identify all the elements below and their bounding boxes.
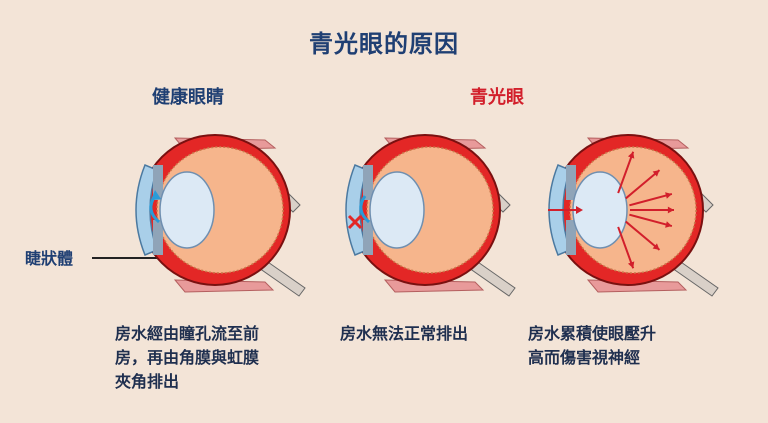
healthy-caption: 房水經由瞳孔流至前 房，再由角膜與虹膜 夾角排出 — [115, 322, 325, 394]
red-pressure-arrow-icon — [629, 192, 673, 207]
blue-flow-arrowhead-icon — [151, 190, 161, 200]
red-pressure-arrow-icon — [617, 226, 635, 269]
iris-top — [363, 165, 373, 200]
red-pressure-arrowhead-icon — [665, 221, 672, 228]
red-pressure-arrow-icon — [625, 169, 661, 200]
iris-bottom — [566, 220, 576, 255]
healthy-eye-label: 健康眼睛 — [152, 87, 224, 108]
pressure-arrows — [548, 151, 674, 269]
caption-line: 房水累積使眼壓升 — [528, 324, 657, 343]
x-mark-icon — [347, 214, 363, 230]
red-pressure-arrowhead-icon — [667, 206, 674, 214]
red-pressure-arrow-icon — [625, 220, 661, 251]
pressure-eye-diagram — [548, 134, 719, 297]
glaucoma-caption: 房水無法正常排出 — [340, 322, 550, 346]
iris-top — [566, 165, 576, 200]
red-pressure-arrowhead-icon — [627, 151, 635, 159]
red-pressure-arrow-icon — [629, 213, 673, 228]
pressure-caption: 房水累積使眼壓升 高而傷害視神經 — [528, 322, 738, 370]
red-pressure-arrowhead-icon — [665, 192, 672, 199]
ciliary-body-label: 睫狀體 — [25, 249, 74, 268]
ciliary-body-pointer-line — [92, 257, 174, 259]
red-pressure-arrowhead-icon — [576, 206, 583, 214]
iris-bottom — [363, 220, 373, 255]
page-title: 青光眼的原因 — [309, 30, 459, 58]
red-pressure-arrowhead-icon — [627, 261, 635, 269]
red-pressure-arrowhead-icon — [652, 243, 660, 250]
iris-bottom — [153, 220, 163, 255]
caption-line: 夾角排出 — [115, 372, 180, 391]
iris-top — [153, 165, 163, 200]
blue-flow-arrow-icon — [359, 195, 371, 224]
red-pressure-arrowhead-icon — [652, 170, 660, 177]
caption-line: 房，再由角膜與虹膜 — [115, 348, 260, 367]
lens — [159, 171, 215, 249]
glaucoma-label: 青光眼 — [470, 87, 524, 108]
red-pressure-arrow-icon — [617, 151, 635, 194]
lens — [369, 171, 425, 249]
caption-line: 房水經由瞳孔流至前 — [115, 324, 260, 343]
healthy-eye-diagram — [135, 134, 306, 297]
caption-line: 房水無法正常排出 — [340, 324, 469, 343]
caption-line: 高而傷害視神經 — [528, 348, 641, 367]
glaucoma-eye-diagram — [345, 134, 516, 297]
